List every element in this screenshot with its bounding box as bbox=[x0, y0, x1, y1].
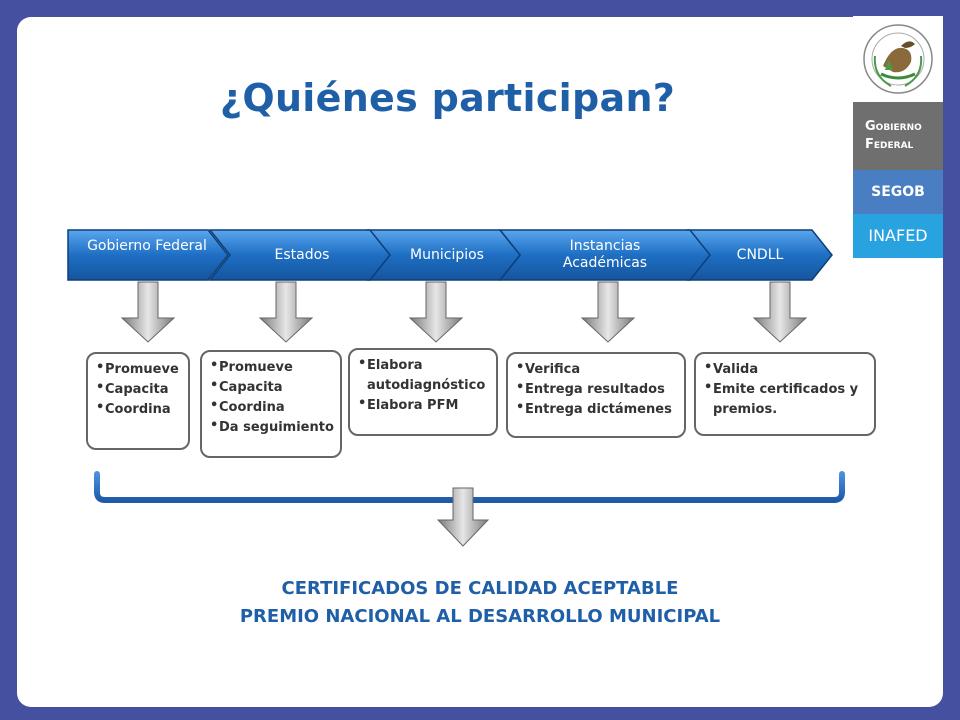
list-item: Capacita bbox=[96, 378, 184, 400]
segob-label: SEGOB bbox=[853, 170, 943, 214]
list-item: Emite certificados y premios. bbox=[704, 378, 878, 420]
role-box-gobierno-federal: Promueve Capacita Coordina bbox=[86, 352, 190, 450]
result-line-2: PREMIO NACIONAL AL DESARROLLO MUNICIPAL bbox=[239, 606, 721, 627]
stage-label-municipios: Municipios bbox=[410, 247, 484, 263]
list-item: Promueve bbox=[96, 358, 184, 380]
list-item: Entrega dictámenes bbox=[516, 398, 680, 420]
stage-label-gobierno-federal: Gobierno Federal bbox=[87, 238, 207, 254]
role-box-instancias: Verifica Entrega resultados Entrega dict… bbox=[506, 352, 686, 438]
gov-line-2: Federal bbox=[865, 137, 914, 152]
list-item: Verifica bbox=[516, 358, 680, 380]
list-item: Entrega resultados bbox=[516, 378, 680, 400]
list-item: Elabora autodiagnóstico bbox=[358, 354, 497, 396]
role-box-cndll: Valida Emite certificados y premios. bbox=[694, 352, 876, 436]
role-box-municipios: Elabora autodiagnóstico Elabora PFM bbox=[348, 348, 498, 436]
list-item: Elabora PFM bbox=[358, 394, 492, 416]
stage-label-instancias: Instancias Académicas bbox=[562, 238, 648, 271]
role-box-estados: Promueve Capacita Coordina Da seguimient… bbox=[200, 350, 342, 458]
list-item: Capacita bbox=[210, 376, 336, 398]
stage-label-estados: Estados bbox=[274, 247, 330, 263]
stage-label-cndll: CNDLL bbox=[736, 247, 784, 263]
list-item: Promueve bbox=[210, 356, 336, 378]
list-item: Coordina bbox=[210, 396, 336, 418]
gov-line-1: Gobierno bbox=[865, 119, 922, 134]
inafed-label: INAFED bbox=[853, 214, 943, 258]
gobierno-federal-label: Gobierno Federal bbox=[853, 102, 943, 170]
national-emblem-icon bbox=[853, 16, 943, 102]
list-item: Valida bbox=[704, 358, 870, 380]
list-item: Da seguimiento bbox=[210, 416, 336, 438]
government-logo: Gobierno Federal SEGOB INAFED bbox=[853, 16, 943, 258]
page-title: ¿Quiénes participan? bbox=[220, 76, 676, 120]
result-line-1: CERTIFICADOS DE CALIDAD ACEPTABLE bbox=[281, 578, 679, 599]
list-item: Coordina bbox=[96, 398, 184, 420]
